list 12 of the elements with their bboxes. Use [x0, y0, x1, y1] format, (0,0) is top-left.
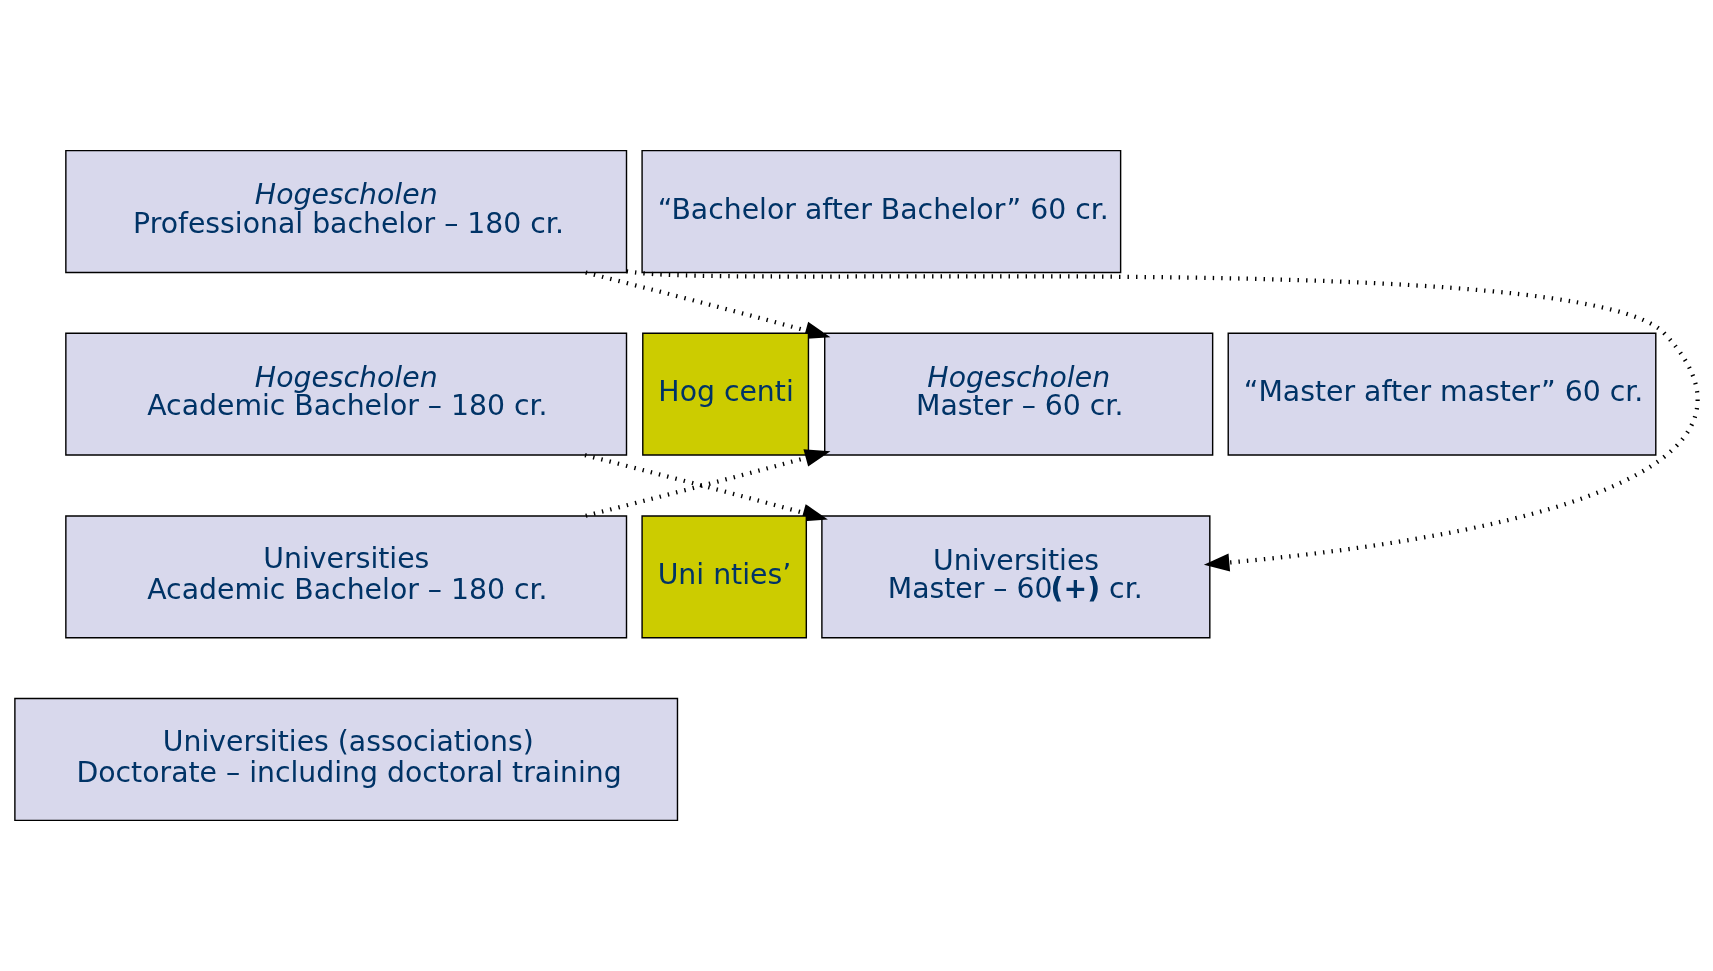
node-box: Hog centi: [642, 332, 810, 456]
arrow: [626, 269, 1700, 572]
node-box: Hogescholen Academic Bachelor – 180 cr.: [65, 332, 628, 456]
node-box: Universities Academic Bachelor – 180 cr.: [65, 515, 628, 639]
arrow: [585, 270, 831, 340]
node-box: Uni nties’: [641, 515, 808, 639]
node-box: Hogescholen Master – 60 cr.: [824, 332, 1214, 456]
node-box: “Master after master” 60 cr.: [1227, 332, 1657, 456]
node-box: “Bachelor after Bachelor” 60 cr.: [641, 149, 1122, 274]
node-box: Universities Master – 60(+) cr.: [821, 515, 1211, 639]
node-box: Hogescholen Professional bachelor – 180 cr.: [65, 149, 628, 274]
node-box: Universities (associations) Doctorate – including doctoral training: [14, 697, 679, 822]
